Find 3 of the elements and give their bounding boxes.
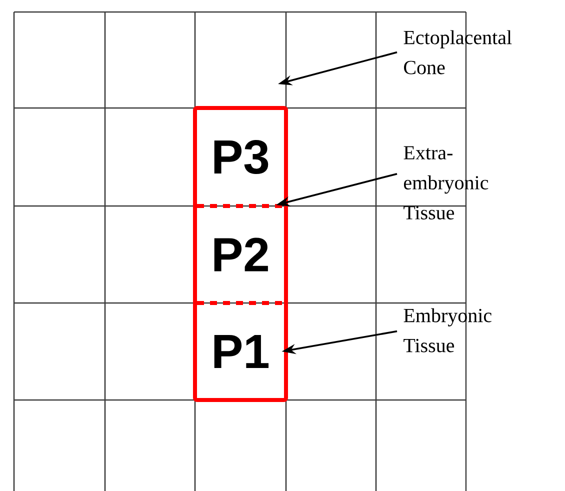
cell-label: P3 <box>214 140 268 174</box>
cell-label: P1 <box>214 335 269 368</box>
cell-label: P2 <box>214 238 268 272</box>
